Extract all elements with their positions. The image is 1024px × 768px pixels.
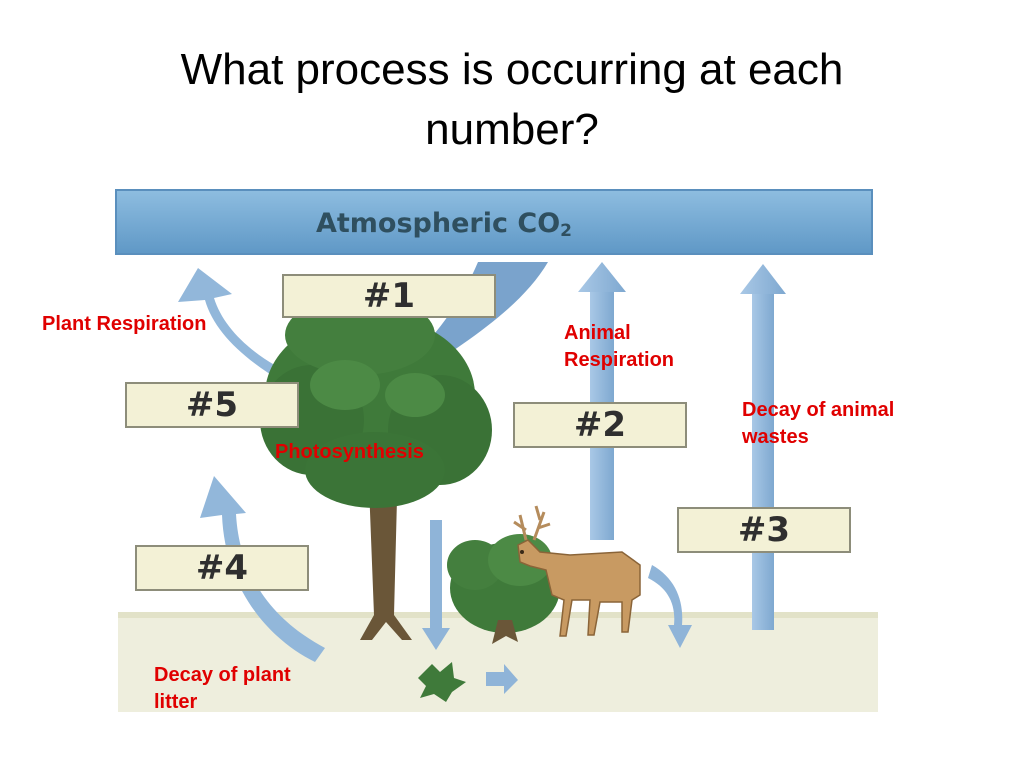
box-1: #1 [282,274,496,318]
deer-illustration [513,505,641,637]
box-4: #4 [135,545,309,591]
decay-plant-line-2: litter [154,691,198,713]
atmosphere-band [115,189,873,255]
decay-animal-line-2: wastes [742,426,809,448]
fallen-leaf-illustration [418,662,466,702]
decay-plant-label: Decay of plant litter [154,662,291,716]
decay-plant-line-1: Decay of plant [154,664,291,686]
box-4-label: #4 [195,548,249,588]
decay-animal-label: Decay of animal wastes [742,397,894,451]
decay-plant-arrow [200,476,325,662]
plant-respiration-label: Plant Respiration [42,311,206,338]
box-2: #2 [513,402,687,448]
litter-arrow [486,664,518,694]
animal-respiration-label: Animal Respiration [564,320,674,374]
animal-respiration-line-2: Respiration [564,349,675,371]
plant-respiration-arrow [178,268,300,392]
animal-respiration-arrow [578,262,626,540]
box-5: #5 [125,382,299,428]
box-5-label: #5 [185,385,239,425]
title-line-1: What process is occurring at each [180,45,844,94]
photosynthesis-label: Photosynthesis [275,439,424,466]
plant-respiration-text: Plant Respiration [42,313,207,335]
waste-arrow [648,565,692,648]
tree-illustration [260,295,492,640]
decay-animal-line-1: Decay of animal [742,399,895,421]
box-3-label: #3 [737,510,791,550]
box-1-label: #1 [362,276,416,316]
atmospheric-co2-subscript: 2 [560,221,573,241]
atmospheric-co2-text: Atmospheric CO [316,207,561,239]
animal-respiration-line-1: Animal [564,322,631,344]
box-3: #3 [677,507,851,553]
box-2-label: #2 [573,405,627,445]
title-line-2: number? [425,105,599,154]
slide-title: What process is occurring at each number… [0,40,1024,160]
photosynthesis-text: Photosynthesis [275,441,424,463]
falling-leaf-arrow [422,520,450,650]
